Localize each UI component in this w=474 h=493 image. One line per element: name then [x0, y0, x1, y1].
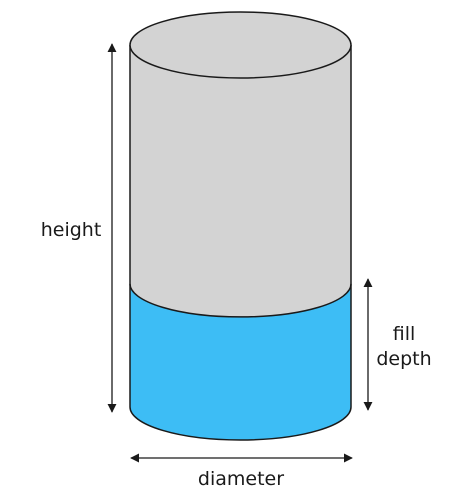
cylinder-empty-body — [130, 45, 351, 317]
diameter-dimension: diameter — [130, 453, 353, 490]
fill-depth-dimension: fill depth — [363, 278, 432, 411]
liquid-surface-line — [129, 283, 352, 318]
fill-depth-label-line1: fill — [393, 323, 416, 345]
cylinder — [129, 11, 352, 441]
liquid-fill — [130, 283, 351, 441]
cylinder-top-ellipse — [129, 11, 352, 79]
diameter-label: diameter — [198, 468, 284, 490]
fill-depth-label-line2: depth — [376, 348, 431, 370]
cylinder-bottom-edge — [129, 406, 352, 441]
height-label: height — [41, 219, 102, 241]
height-dimension: height — [41, 43, 117, 413]
